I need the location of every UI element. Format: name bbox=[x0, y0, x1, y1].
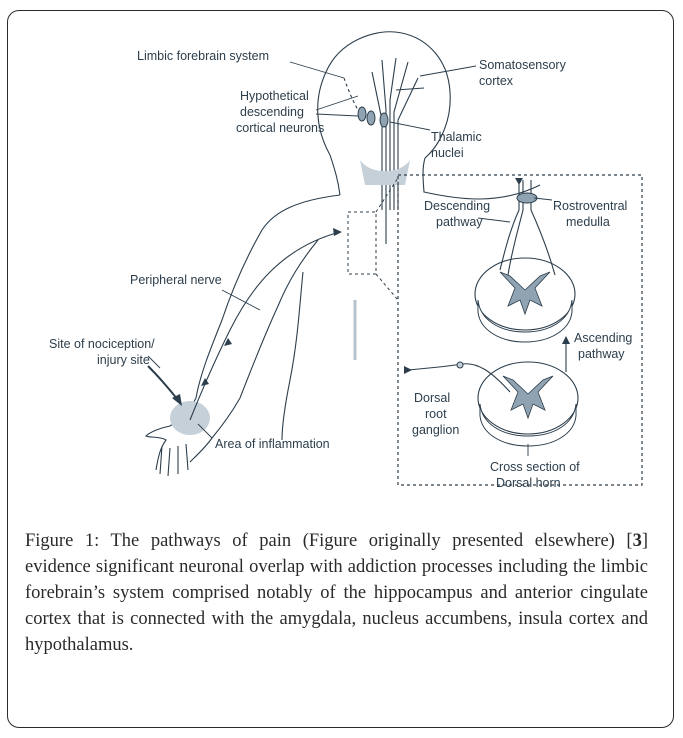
label-hypothetical-1: Hypothetical bbox=[240, 89, 309, 103]
label-descending-1: Descending bbox=[424, 199, 490, 213]
dorsal-root-arrowhead bbox=[404, 366, 412, 374]
label-somatosensory-1: Somatosensory bbox=[479, 58, 567, 72]
label-thalamic-1: Thalamic bbox=[431, 130, 482, 144]
label-dorsal-root-2: root bbox=[425, 407, 447, 421]
spinal-zoom-box bbox=[348, 212, 376, 274]
label-hypothetical-2: descending bbox=[240, 105, 304, 119]
tract-4 bbox=[394, 62, 408, 210]
label-limbic: Limbic forebrain system bbox=[137, 49, 269, 63]
peripheral-nerve-path bbox=[190, 232, 340, 420]
brainstem-shading bbox=[360, 160, 410, 185]
label-descending-2: pathway bbox=[436, 215, 483, 229]
injury-arrow bbox=[148, 366, 178, 400]
label-nociception-2: injury site bbox=[97, 353, 150, 367]
nerve-arrow-1 bbox=[333, 228, 342, 236]
nerve-arrow-3 bbox=[201, 378, 209, 386]
label-thalamic-2: nuclei bbox=[431, 146, 464, 160]
leader-descending bbox=[478, 218, 510, 222]
leader-thalamic bbox=[390, 122, 430, 130]
label-peripheral: Peripheral nerve bbox=[130, 273, 222, 287]
upper-cross-section bbox=[475, 258, 575, 342]
leader-limbic bbox=[290, 62, 344, 78]
tract-1 bbox=[372, 72, 382, 210]
thalamic-nucleus bbox=[380, 113, 388, 127]
figure-caption: Figure 1: The pathways of pain (Figure o… bbox=[25, 528, 648, 658]
label-ascending-1: Ascending bbox=[574, 331, 632, 345]
forearm-bottom bbox=[212, 398, 240, 438]
caption-prefix: Figure 1: The pathways of pain (Figure o… bbox=[25, 531, 633, 551]
leader-peripheral bbox=[222, 290, 260, 310]
leader-somatosensory bbox=[420, 66, 476, 76]
tract-3 bbox=[390, 58, 396, 210]
leader-hypothetical-1 bbox=[316, 96, 358, 110]
torso-side bbox=[282, 272, 303, 440]
shoulder-left bbox=[196, 195, 340, 398]
cortical-neuron-1 bbox=[358, 107, 366, 121]
descending-arrowhead bbox=[515, 178, 523, 185]
label-rostroventral-2: medulla bbox=[566, 215, 610, 229]
tract-5 bbox=[398, 78, 418, 210]
tract-2 bbox=[382, 60, 386, 210]
label-somatosensory-2: cortex bbox=[479, 74, 514, 88]
label-dorsal-root-1: Dorsal bbox=[414, 391, 450, 405]
zoom-connector-2 bbox=[376, 274, 398, 300]
ascending-arrowhead bbox=[562, 336, 570, 344]
pain-pathway-diagram: Limbic forebrain system Hypothetical des… bbox=[0, 0, 683, 520]
label-cross-section-2: Dorsal horn bbox=[496, 476, 561, 490]
label-rostroventral-1: Rostroventral bbox=[553, 199, 627, 213]
label-dorsal-root-3: ganglion bbox=[412, 423, 459, 437]
hand bbox=[146, 426, 212, 476]
lower-cross-section bbox=[478, 362, 578, 446]
descending-pathway bbox=[500, 180, 519, 270]
neck-left bbox=[330, 155, 340, 195]
label-ascending-2: pathway bbox=[578, 347, 625, 361]
dorsal-root-ganglion bbox=[457, 362, 463, 368]
label-inflammation: Area of inflammation bbox=[215, 437, 330, 451]
label-hypothetical-3: cortical neurons bbox=[236, 121, 324, 135]
leader-nociception bbox=[148, 356, 160, 368]
leader-hypothetical-2 bbox=[316, 114, 358, 116]
cortical-neuron-2 bbox=[367, 111, 375, 125]
label-nociception-1: Site of nociception/ bbox=[49, 337, 155, 351]
label-cross-section-1: Cross section of bbox=[490, 460, 580, 474]
caption-reference[interactable]: 3 bbox=[633, 531, 642, 551]
